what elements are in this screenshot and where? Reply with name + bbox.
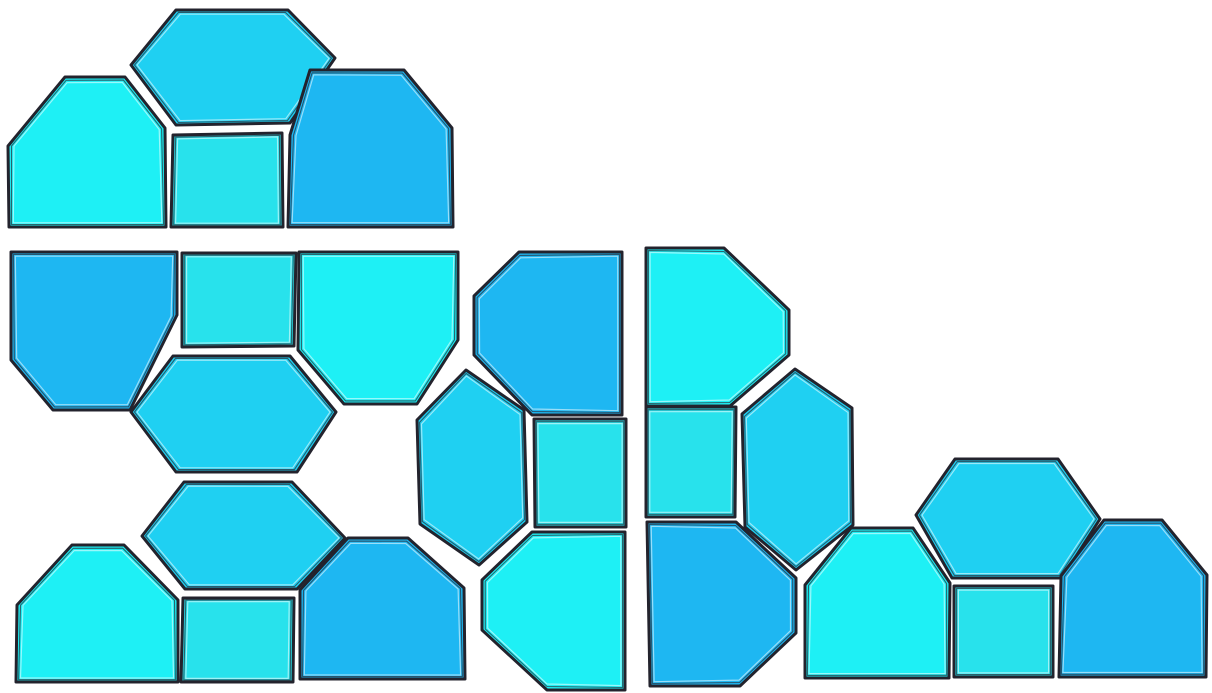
square-tile [646,407,736,517]
square-tile [171,133,283,227]
hexagon-tile [131,356,336,472]
octagon-tile [8,77,166,227]
octagon-tile [482,532,625,690]
square-tile [182,253,296,347]
octagon-tile [298,252,458,404]
octagon-tile [16,545,178,682]
hexagon-tile [742,369,853,570]
square-tile [954,586,1053,677]
octagon-tile [805,528,950,678]
hexagon-tile [417,370,527,565]
square-tile [181,598,294,682]
octagon-tile [288,70,453,227]
square-tile [534,419,626,527]
octagon-tile [646,248,789,406]
